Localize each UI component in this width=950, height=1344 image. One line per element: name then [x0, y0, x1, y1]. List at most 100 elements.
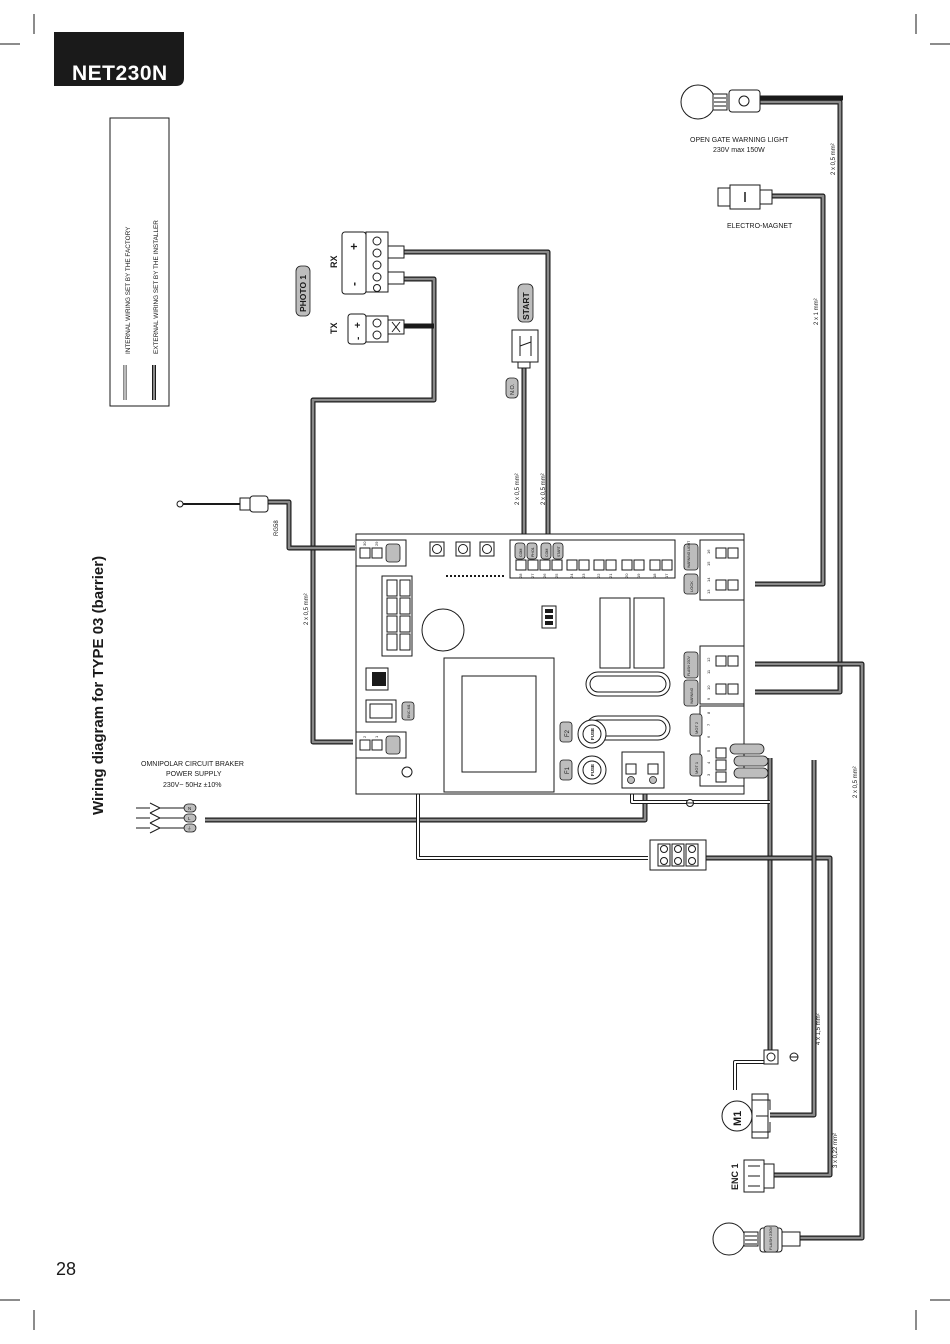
- terminal-2: 2: [362, 735, 367, 738]
- photocell-rx-plus: +: [347, 243, 361, 250]
- electro-magnet-label: ELECTRO-MAGNET: [727, 223, 793, 230]
- cable-label-photo: 2 x 0,5 mm²: [304, 593, 310, 625]
- power-pin-l: L: [188, 816, 191, 821]
- terminal-20: 20: [624, 573, 629, 578]
- top-terminal-numbers: 28 27 26 25 24 23 22 21 20 19 18 17: [518, 573, 669, 578]
- board-enc-label: ENC M1: [407, 704, 411, 718]
- terminal-30: 30: [362, 541, 367, 546]
- terminal-18: 18: [652, 573, 657, 578]
- photocell-tx-minus: -: [353, 337, 364, 340]
- terminal-22: 22: [596, 573, 601, 578]
- photocell-tx-label: TX: [329, 322, 339, 334]
- photo-tag: PHOTO 1: [295, 265, 311, 317]
- control-board: COM PHO1 COM START 28 27 26 25 24 23 22 …: [355, 533, 769, 795]
- terminal-26: 26: [542, 573, 547, 578]
- start-tag-label: START: [521, 291, 531, 320]
- terminal-1: 1: [374, 735, 379, 738]
- terminal-23: 23: [581, 573, 586, 578]
- cable-label-start-a: 2 x 0,5 mm²: [515, 473, 521, 505]
- encoder-label: ENC 1: [730, 1163, 740, 1190]
- terminal-6: 6: [706, 735, 711, 738]
- terminal-3: 3: [706, 773, 711, 776]
- board-tag-start: START: [557, 546, 561, 557]
- board-tag-com-2: COM: [545, 549, 549, 557]
- motor-m1: M1: [721, 1093, 771, 1139]
- board-tag-lock: LOCK: [689, 581, 694, 592]
- terminal-13: 13: [706, 589, 711, 594]
- fuse-f2-label: F2: [565, 729, 571, 737]
- terminal-4: 4: [706, 761, 711, 764]
- top-terminal-blocks: [515, 559, 673, 571]
- cable-label-magnet: 2 x 1 mm²: [814, 298, 820, 325]
- terminal-10: 10: [706, 685, 711, 690]
- board-tag-warning-light: WARNING LIGHT: [687, 541, 691, 568]
- terminal-29: 29: [374, 541, 379, 546]
- terminal-9: 9: [706, 697, 711, 700]
- fuse-f1-label: F1: [565, 766, 571, 774]
- encoder-enc1: ENC 1: [730, 1159, 775, 1193]
- legend-box: INTERNAL WIRING SET BY THE FACTORY EXTER…: [109, 117, 170, 407]
- legend-external: EXTERNAL WIRING SET BY THE INSTALLER: [153, 220, 160, 354]
- warning-light-label: OPEN GATE WARNING LIGHT: [690, 137, 789, 144]
- power-supply: OMNIPOLAR CIRCUIT BRAKER POWER SUPPLY 23…: [136, 761, 244, 834]
- terminal-7: 7: [706, 723, 711, 726]
- motor-label: M1: [732, 1111, 744, 1126]
- start-button: START N.O.: [505, 283, 539, 399]
- start-contact-label: N.O.: [510, 383, 516, 395]
- terminal-14: 14: [706, 577, 711, 582]
- terminal-25: 25: [554, 573, 559, 578]
- terminal-8: 8: [706, 711, 711, 714]
- terminal-24: 24: [569, 573, 574, 578]
- terminal-11: 11: [706, 669, 711, 674]
- terminal-27: 27: [530, 573, 535, 578]
- terminal-12: 12: [706, 657, 711, 662]
- photo-tag-label: PHOTO 1: [298, 275, 308, 312]
- board-tag-com-1: COM: [519, 549, 523, 557]
- power-spec: 230V~ 50Hz ±10%: [163, 782, 222, 789]
- terminal-19: 19: [636, 573, 641, 578]
- photocell-tx: + - TX: [329, 313, 405, 345]
- power-sub: POWER SUPPLY: [166, 771, 222, 778]
- board-tag-mot1: MOT 1: [694, 761, 699, 774]
- board-tag-flash: FLASH 230V: [687, 655, 691, 676]
- terminal-16: 16: [706, 549, 711, 554]
- cable-label-start-b: 2 x 0,5 mm²: [541, 473, 547, 505]
- fuse-f2-text: FUSE: [590, 728, 595, 740]
- photocell-tx-plus: +: [353, 322, 364, 328]
- terminal-17: 17: [664, 573, 669, 578]
- terminal-21: 21: [608, 573, 613, 578]
- fuse-f1-text: FUSE: [590, 764, 595, 776]
- antenna-cable-label: RG58: [274, 520, 280, 536]
- electro-magnet: ELECTRO-MAGNET: [717, 184, 793, 230]
- terminal-15: 15: [706, 561, 711, 566]
- cable-label-encoder: 3 x 0,22 mm²: [833, 1133, 839, 1168]
- warning-light-spec: 230V max 150W: [713, 147, 765, 154]
- junction-terminal-block: [649, 839, 707, 871]
- page-number: 28: [56, 1259, 76, 1279]
- earth-connections: [686, 799, 799, 1065]
- photocell-rx: + - RX: [329, 231, 405, 295]
- board-tag-pho1: PHO1: [531, 547, 535, 557]
- terminal-5: 5: [706, 749, 711, 752]
- power-pin-earth: ⏚: [187, 825, 192, 831]
- board-tag-mot2: MOT 2: [694, 721, 699, 734]
- logo: NET230N: [54, 32, 184, 86]
- logo-text: NET230N: [72, 62, 168, 85]
- cable-label-flash: 2 x 0,5 mm²: [853, 766, 859, 798]
- antenna: RG58: [176, 495, 280, 536]
- warning-light: OPEN GATE WARNING LIGHT 230V max 150W: [680, 84, 789, 154]
- photocell-rx-label: RX: [329, 255, 339, 268]
- terminal-28: 28: [518, 573, 523, 578]
- cable-label-motor: 4 x 1,5 mm²: [816, 1013, 822, 1045]
- cable-label-warning: 2 x 0,5 mm²: [831, 143, 837, 175]
- page-title: Wiring diagram for TYPE 03 (barrier): [90, 556, 107, 815]
- flash-lamp: FLASH 230V: [712, 1222, 801, 1256]
- legend-internal: INTERNAL WIRING SET BY THE FACTORY: [125, 226, 132, 354]
- board-tag-warning: WARNING: [690, 687, 694, 704]
- crop-marks: [0, 14, 950, 1330]
- power-label: OMNIPOLAR CIRCUIT BRAKER: [141, 761, 244, 768]
- power-pin-n: N: [188, 806, 191, 811]
- flash-lamp-tag: FLASH 230V: [768, 1226, 773, 1250]
- photocell-rx-minus: -: [347, 282, 361, 286]
